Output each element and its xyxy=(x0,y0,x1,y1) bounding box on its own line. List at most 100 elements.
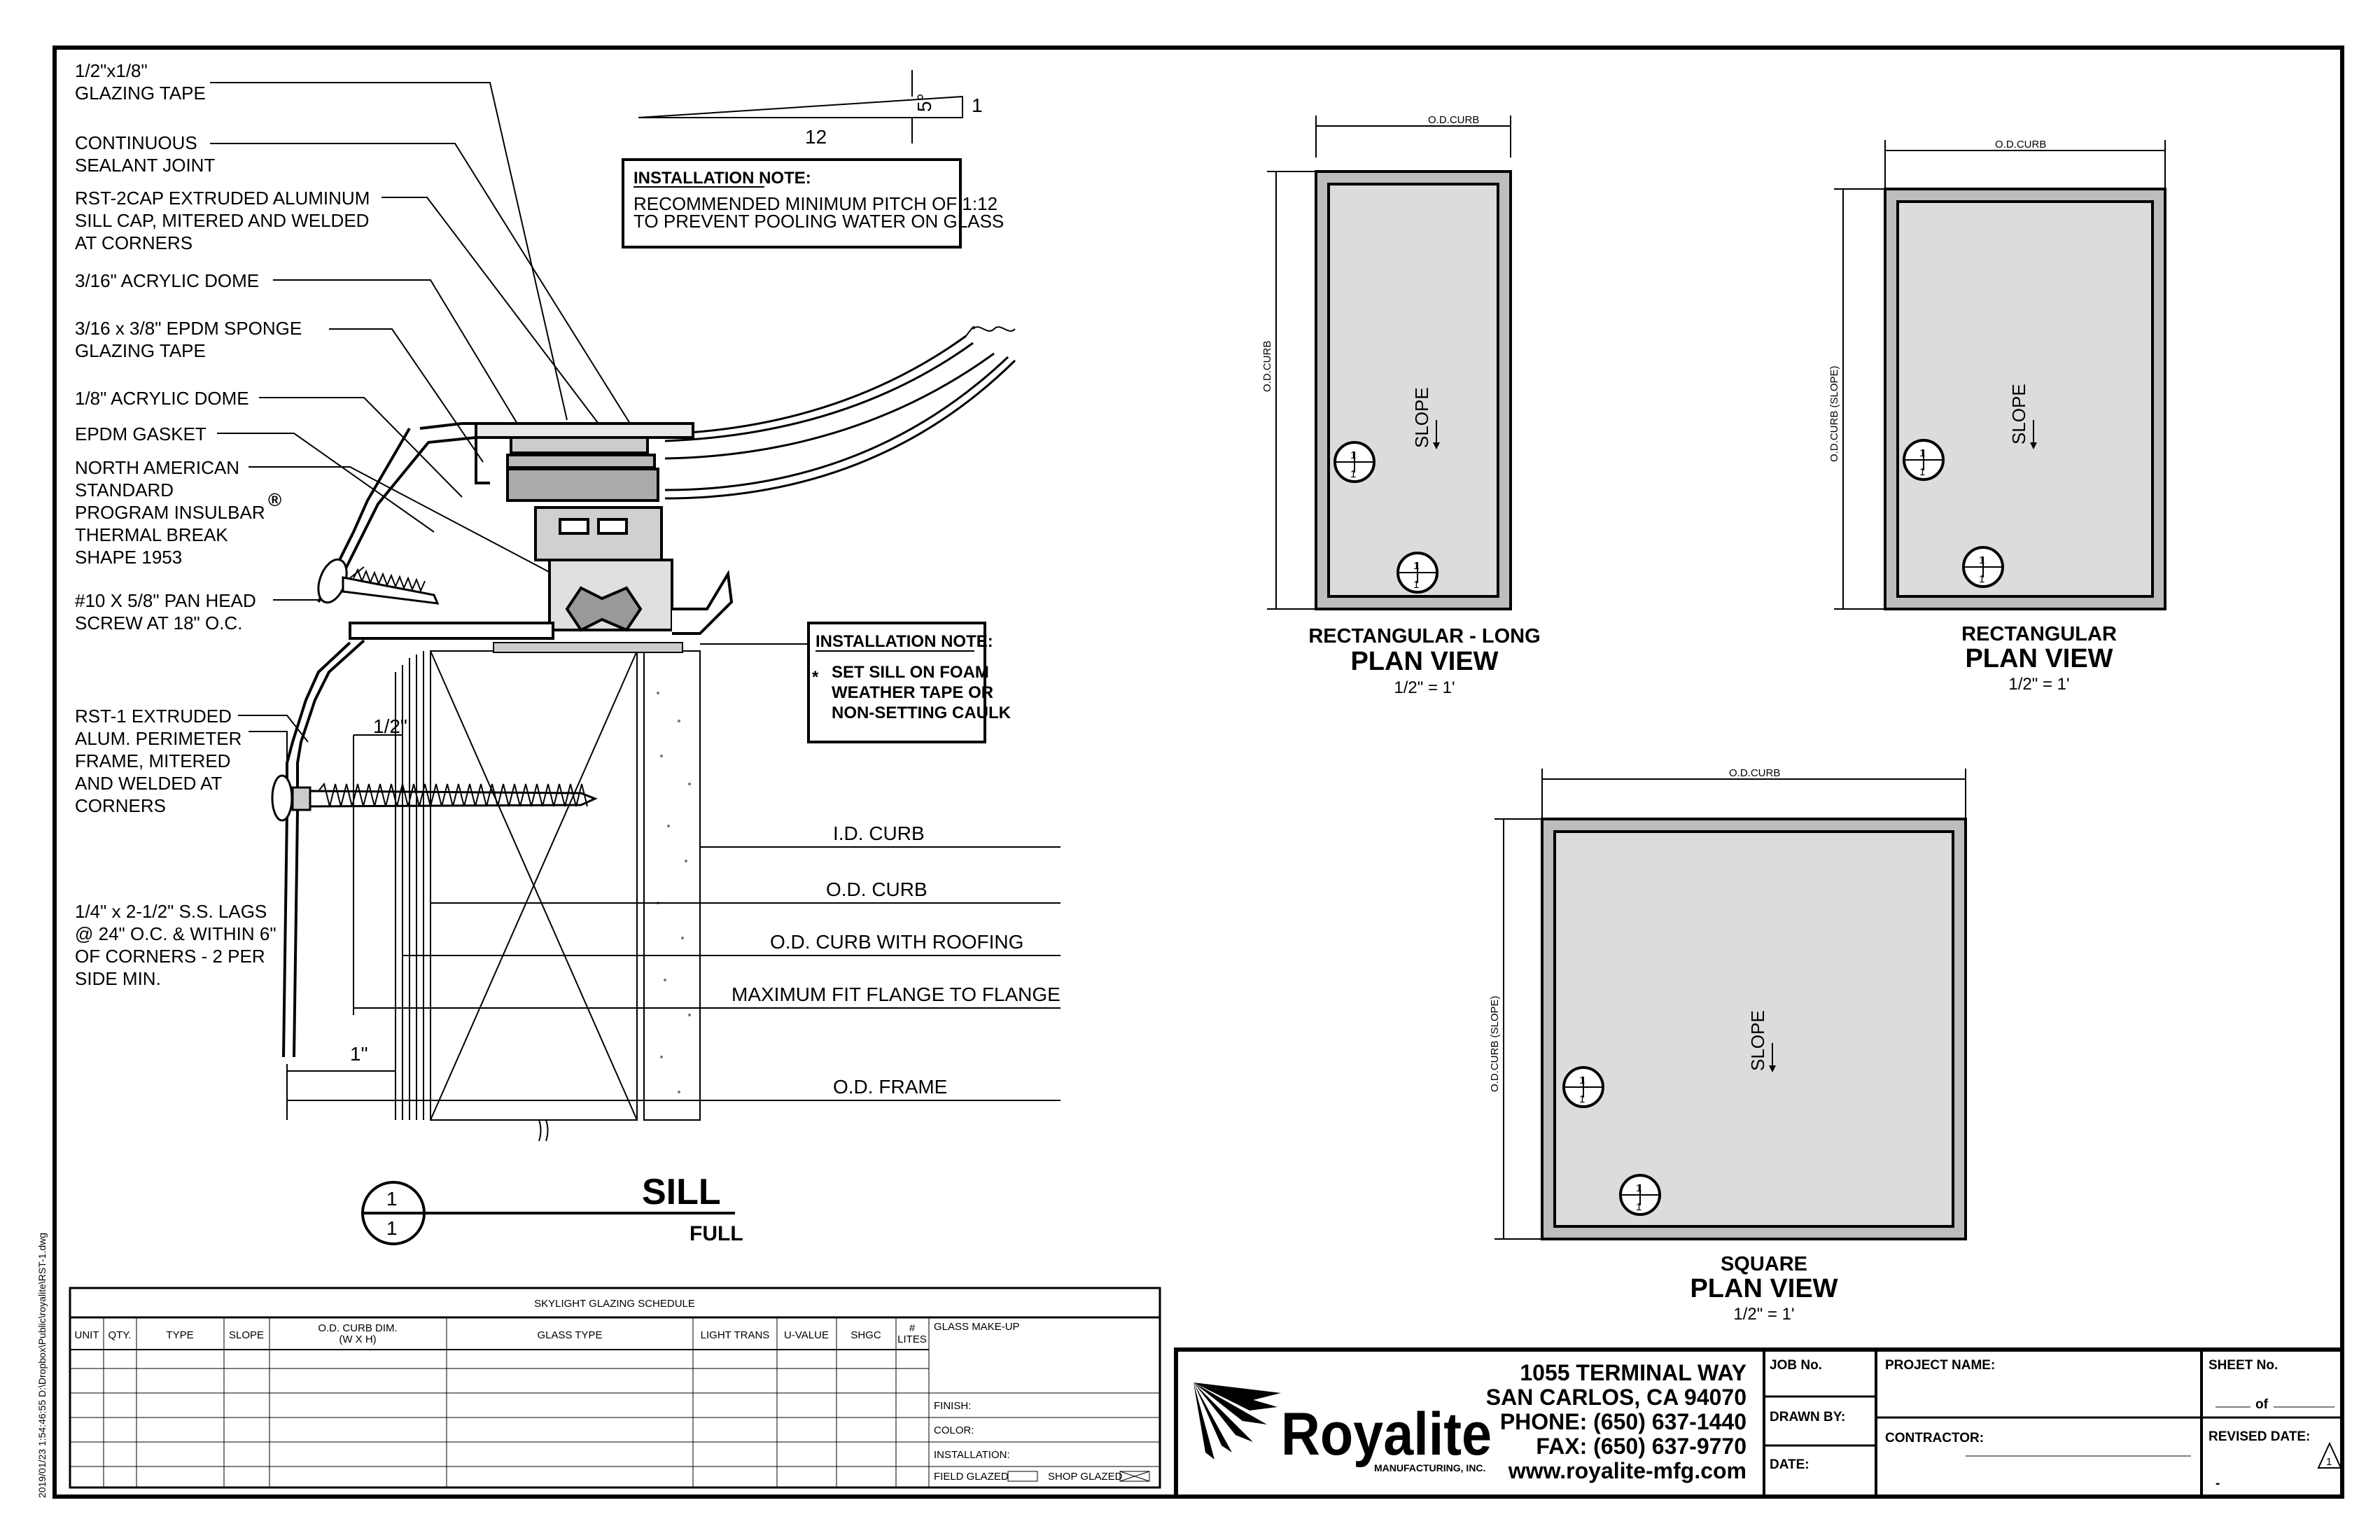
dim-od-curb-roofing: O.D. CURB WITH ROOFING xyxy=(770,931,1023,953)
plan-title: RECTANGULAR xyxy=(1961,623,2117,645)
sheet-no-label: SHEET No. xyxy=(2208,1358,2278,1373)
lag-screw xyxy=(271,774,598,822)
detail-tag-sill: 1 1 xyxy=(361,1181,735,1245)
svg-text:5°: 5° xyxy=(913,93,935,112)
sill-cap-extrusion xyxy=(317,422,694,603)
callout-line: 1/4" x 2-1/2" S.S. LAGS xyxy=(75,901,267,922)
plan-view-rectangular: O.D.CURB O.D.CURB (SLOPE) SLOPE 1 1 1 1 … xyxy=(1828,139,2166,694)
svg-text:1: 1 xyxy=(1979,573,1984,585)
svg-text:1: 1 xyxy=(1919,447,1925,459)
svg-text:INSTALLATION NOTE:: INSTALLATION NOTE: xyxy=(816,632,993,651)
revision-value: - xyxy=(2216,1476,2220,1491)
svg-text:O.D.CURB: O.D.CURB xyxy=(1995,139,2046,150)
svg-text:1: 1 xyxy=(1350,468,1356,480)
svg-text:INSTALLATION NOTE:: INSTALLATION NOTE: xyxy=(634,169,811,188)
svg-text:1: 1 xyxy=(1636,1182,1642,1194)
dim-od-curb: O.D. CURB xyxy=(826,878,927,900)
company-name: Royalite xyxy=(1281,1401,1492,1468)
col-lites-num: # xyxy=(909,1322,916,1334)
svg-text:1: 1 xyxy=(386,1217,398,1239)
svg-text:NON-SETTING CAULK: NON-SETTING CAULK xyxy=(832,704,1011,722)
svg-text:PHONE: (650) 637-1440: PHONE: (650) 637-1440 xyxy=(1500,1409,1746,1434)
svg-text:1: 1 xyxy=(1919,466,1925,478)
callout-line: RST-2CAP EXTRUDED ALUMINUM xyxy=(75,188,370,209)
callout-line: NORTH AMERICAN xyxy=(75,457,239,478)
field-finish: FINISH: xyxy=(934,1400,971,1412)
sill-scale: FULL xyxy=(690,1222,743,1245)
section-tag: 1 1 xyxy=(1396,552,1438,594)
callout-line: SCREW AT 18" O.C. xyxy=(75,612,242,634)
pitch-indicator: 5° 1 12 xyxy=(638,70,983,148)
schedule-title: SKYLIGHT GLAZING SCHEDULE xyxy=(534,1298,695,1310)
svg-text:1: 1 xyxy=(1636,1201,1642,1213)
project-name-label: PROJECT NAME: xyxy=(1885,1358,1995,1373)
svg-text:O.D.CURB (SLOPE): O.D.CURB (SLOPE) xyxy=(1489,995,1501,1092)
svg-text:TO PREVENT POOLING WATER ON GL: TO PREVENT POOLING WATER ON GLASS xyxy=(634,211,1004,232)
section-tag: 1 1 xyxy=(1903,439,1945,481)
callout-line: SIDE MIN. xyxy=(75,968,161,989)
installation-note-pitch: INSTALLATION NOTE: RECOMMENDED MINIMUM P… xyxy=(622,158,1004,248)
svg-text:O.D.CURB (SLOPE): O.D.CURB (SLOPE) xyxy=(1828,365,1840,462)
dim-id-curb: I.D. CURB xyxy=(833,822,925,844)
callout-line: @ 24" O.C. & WITHIN 6" xyxy=(75,923,276,944)
field-installation: INSTALLATION: xyxy=(934,1449,1010,1461)
thermal-break-extrusion xyxy=(349,506,734,640)
dim-max-fit: MAXIMUM FIT FLANGE TO FLANGE xyxy=(732,983,1060,1005)
svg-text:1: 1 xyxy=(1979,554,1984,566)
svg-text:SET SILL ON FOAM: SET SILL ON FOAM xyxy=(832,663,989,682)
plan-title: SQUARE xyxy=(1721,1253,1807,1275)
svg-text:1: 1 xyxy=(1579,1074,1585,1086)
plan-title: RECTANGULAR - LONG xyxy=(1308,625,1540,648)
file-path: 2019/01/23 1:54:46:55 D:\Dropbox\Public\… xyxy=(36,1233,48,1498)
insulation-fill xyxy=(657,692,691,1093)
col-u-value: U-VALUE xyxy=(784,1329,829,1341)
callout-line: THERMAL BREAK xyxy=(75,524,228,545)
callout-line: 1/8" ACRYLIC DOME xyxy=(75,388,249,409)
plan-view-rectangular-long: O.D.CURB O.D.CURB SLOPE 1 1 1 1 RECTANGU… xyxy=(1261,114,1541,697)
callout-line: STANDARD xyxy=(75,479,174,500)
svg-text:1: 1 xyxy=(1350,449,1356,461)
job-no-label: JOB No. xyxy=(1770,1358,1822,1373)
callout-line: ALUM. PERIMETER xyxy=(75,728,241,749)
glazing-schedule xyxy=(69,1287,1161,1489)
svg-text:1: 1 xyxy=(1413,579,1419,591)
plan-subtitle: PLAN VIEW xyxy=(1690,1274,1837,1303)
callout-line: SHAPE 1953 xyxy=(75,547,182,568)
revised-date-label: REVISED DATE: xyxy=(2208,1429,2310,1444)
plan-subtitle: PLAN VIEW xyxy=(1965,644,2113,673)
installation-note-sill: INSTALLATION NOTE: * SET SILL ON FOAM WE… xyxy=(700,622,1011,743)
company-sub: MANUFACTURING, INC. xyxy=(1374,1462,1485,1474)
svg-text:O.D.CURB: O.D.CURB xyxy=(1428,114,1479,126)
callout-line: EPDM GASKET xyxy=(75,424,206,444)
svg-text:SLOPE: SLOPE xyxy=(1747,1010,1768,1071)
col-light-trans: LIGHT TRANS xyxy=(701,1329,770,1341)
callout-line: CONTINUOUS xyxy=(75,132,197,153)
shop-glazed-label: SHOP GLAZED xyxy=(1048,1471,1123,1483)
col-type: TYPE xyxy=(166,1329,193,1341)
section-tag: 1 1 xyxy=(1334,441,1376,483)
col-slope: SLOPE xyxy=(229,1329,264,1341)
date-label: DATE: xyxy=(1770,1457,1809,1472)
svg-text:1: 1 xyxy=(386,1188,398,1210)
dim-od-frame: O.D. FRAME xyxy=(833,1076,947,1098)
title-block xyxy=(1174,1348,2344,1499)
svg-text:*: * xyxy=(812,668,819,687)
callout-line: SEALANT JOINT xyxy=(75,155,215,176)
callout-line: RST-1 EXTRUDED xyxy=(75,706,232,727)
dimension-lines xyxy=(286,734,1060,1120)
registered-mark: ® xyxy=(268,489,281,510)
svg-text:SLOPE: SLOPE xyxy=(2008,384,2029,444)
company-address: 1055 TERMINAL WAY SAN CARLOS, CA 94070 P… xyxy=(1486,1360,1746,1483)
plan-view-square: O.D.CURB O.D.CURB (SLOPE) SLOPE 1 1 1 1 … xyxy=(1489,767,1967,1324)
plan-scale: 1/2" = 1' xyxy=(1733,1305,1794,1324)
col-lites: LITES xyxy=(897,1334,927,1345)
svg-text:FAX: (650) 637-9770: FAX: (650) 637-9770 xyxy=(1536,1434,1746,1459)
col-glass-makeup: GLASS MAKE-UP xyxy=(934,1321,1020,1333)
logo-sunburst-icon xyxy=(1194,1382,1281,1460)
col-curb-dim-sub: (W X H) xyxy=(339,1334,376,1345)
plan-scale: 1/2" = 1' xyxy=(2008,675,2069,694)
field-color: COLOR: xyxy=(934,1424,974,1436)
svg-text:SAN CARLOS, CA 94070: SAN CARLOS, CA 94070 xyxy=(1486,1385,1746,1410)
dim-half-inch: 1/2" xyxy=(373,715,407,737)
